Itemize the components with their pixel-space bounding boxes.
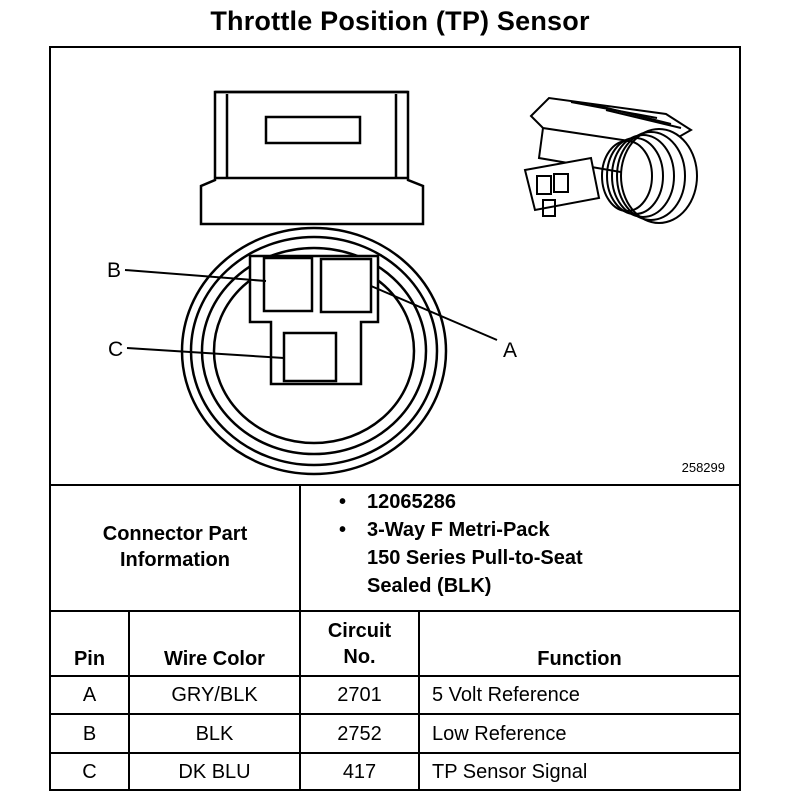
connector-part-info-label: Connector Part Information <box>102 523 248 571</box>
divider <box>51 713 739 715</box>
divider <box>299 610 301 791</box>
list-item: • 12065286 <box>303 488 733 516</box>
table-cell-circuit: 417 <box>342 761 377 783</box>
bullet-icon: • <box>339 519 347 541</box>
callout-b: B <box>107 259 121 282</box>
divider <box>51 675 739 677</box>
divider <box>418 610 420 791</box>
divider <box>128 610 130 791</box>
header-pin: Pin <box>73 648 106 670</box>
connector-sheet: B C A 258299 Connector Part Information … <box>49 46 741 791</box>
connector-face-drawing: B C A <box>107 90 698 476</box>
table-cell-function: 5 Volt Reference <box>432 684 580 706</box>
table-cell-circuit: 2752 <box>337 723 382 745</box>
header-wire-color: Wire Color <box>164 648 265 670</box>
table-cell-wire-color: GRY/BLK <box>171 684 258 706</box>
divider <box>51 484 739 486</box>
list-item: • 3-Way F Metri-Pack 150 Series Pull-to-… <box>303 516 733 600</box>
header-circuit-no: Circuit No. <box>327 620 392 668</box>
callout-a: A <box>503 339 517 362</box>
divider <box>299 484 301 610</box>
table-cell-pin: C <box>82 761 97 783</box>
connector-figure: B C A 258299 <box>51 48 739 484</box>
table-cell-function: TP Sensor Signal <box>432 761 588 783</box>
bullet-icon: • <box>339 491 347 513</box>
table-cell-pin: A <box>82 684 97 706</box>
table-cell-pin: B <box>82 723 97 745</box>
table-cell-wire-color: BLK <box>195 723 234 745</box>
page-title: Throttle Position (TP) Sensor <box>210 6 590 36</box>
part-number: 12065286 <box>367 491 456 513</box>
divider <box>51 610 739 612</box>
header-function: Function <box>537 648 622 670</box>
table-cell-function: Low Reference <box>432 723 567 745</box>
callout-c: C <box>108 338 123 361</box>
figure-id: 258299 <box>681 460 725 475</box>
divider <box>51 752 739 754</box>
connector-part-info-list: • 12065286 • 3-Way F Metri-Pack 150 Seri… <box>303 488 733 600</box>
table-cell-wire-color: DK BLU <box>178 761 251 783</box>
table-cell-circuit: 2701 <box>337 684 382 706</box>
part-description: 3-Way F Metri-Pack 150 Series Pull-to-Se… <box>367 519 583 597</box>
